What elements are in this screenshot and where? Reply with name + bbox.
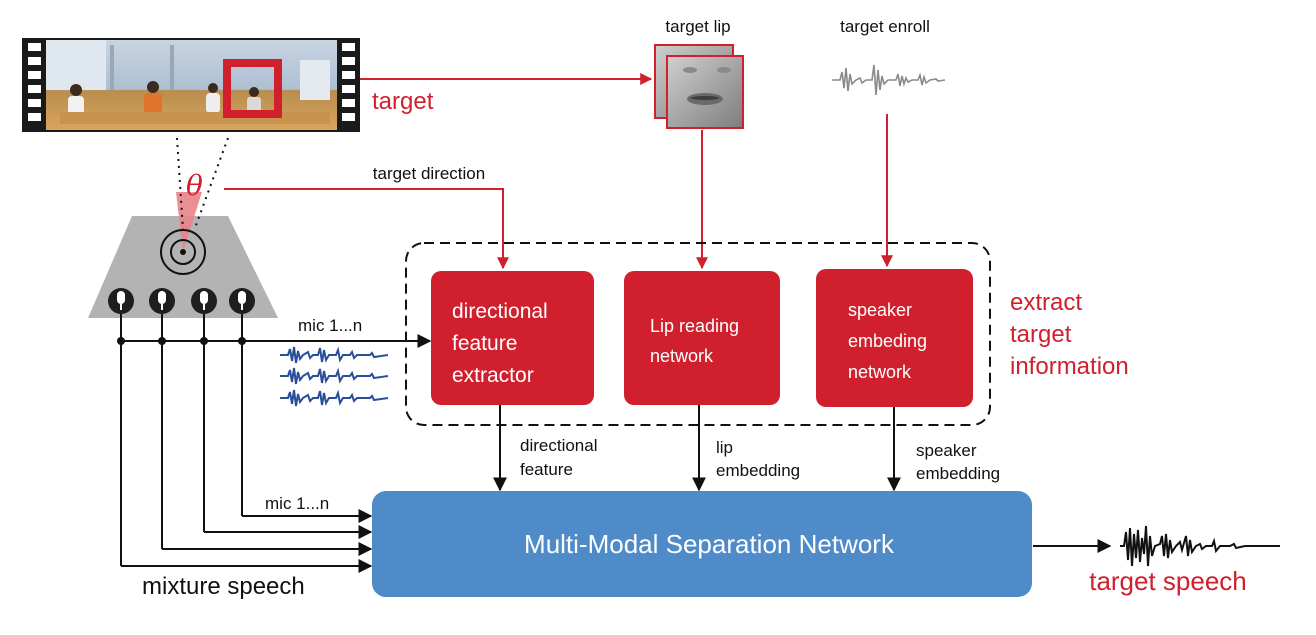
block-label-line: directional <box>452 300 548 323</box>
microphone-icon <box>149 288 175 314</box>
arrow-target-direction <box>224 188 509 270</box>
lip-embedding-label: lip <box>716 438 733 457</box>
microphone-array <box>88 192 278 318</box>
enroll-waveform-icon <box>832 64 946 96</box>
speaker-embedding-network-block: speaker embeding network <box>816 269 973 407</box>
multichannel-waveform-icon <box>280 346 389 407</box>
angle-theta: θ <box>186 169 203 202</box>
person <box>144 81 162 115</box>
target-bounding-box <box>223 59 282 118</box>
block-label-line: feature <box>452 332 517 355</box>
target-speech-label: target speech <box>1089 566 1247 596</box>
person <box>206 83 220 113</box>
speaker-embedding-label: embedding <box>916 464 1000 483</box>
film-perforations-right <box>342 43 355 121</box>
directional-feature-extractor-block: directional feature extractor <box>431 271 594 405</box>
mixture-speech-label: mixture speech <box>142 573 305 600</box>
target-direction-label: target direction <box>373 164 485 183</box>
block-label-line: speaker <box>848 300 912 320</box>
microphone-icon <box>191 288 217 314</box>
meeting-room-scene <box>46 40 337 130</box>
directional-feature-label: feature <box>520 460 573 479</box>
video-frame <box>22 38 360 132</box>
block-label-line: extractor <box>452 364 534 387</box>
lip-images <box>654 44 744 129</box>
target-lip-label: target lip <box>665 17 730 36</box>
film-perforations-left <box>28 43 41 121</box>
angle-wedge <box>176 192 202 252</box>
block-label-line: network <box>650 346 714 366</box>
block-label-line: network <box>848 362 912 382</box>
directional-feature-label: directional <box>520 436 598 455</box>
person <box>68 84 84 116</box>
target-enroll-label: target enroll <box>840 17 930 36</box>
block-label-line: embeding <box>848 331 927 351</box>
speaker-embedding-label: speaker <box>916 441 977 460</box>
target-label: target <box>372 88 434 115</box>
mic-wiring <box>120 314 272 566</box>
separation-network-block: Multi-Modal Separation Network <box>372 491 1032 597</box>
block-label-line: Lip reading <box>650 316 739 336</box>
mic-array-body <box>88 216 278 318</box>
extract-info-line: target <box>1010 321 1072 348</box>
lip-embedding-label: embedding <box>716 461 800 480</box>
lip-reading-network-block: Lip reading network <box>624 271 780 405</box>
person-target <box>247 87 261 113</box>
microphone-icon <box>108 288 134 314</box>
extract-info-line: extract <box>1010 289 1082 316</box>
view-line-left <box>176 137 184 231</box>
wire-junctions <box>117 337 246 345</box>
mic-top-label: mic 1...n <box>298 316 362 335</box>
separation-network-label: Multi-Modal Separation Network <box>524 529 895 559</box>
view-line-right <box>194 137 229 229</box>
arrows-mic-to-separation <box>121 509 373 573</box>
output-waveform-icon <box>1120 525 1280 567</box>
extract-info-line: information <box>1010 353 1129 380</box>
microphone-icon <box>229 288 255 314</box>
mic-bottom-label: mic 1...n <box>265 494 329 513</box>
